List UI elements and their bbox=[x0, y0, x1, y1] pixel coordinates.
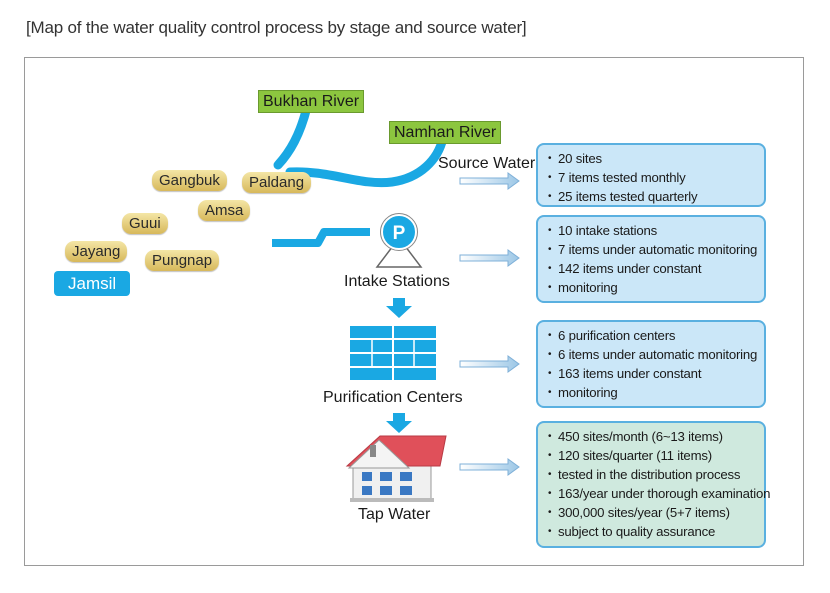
arrow-down-1 bbox=[386, 298, 412, 318]
stage-label-intake-stations: Intake Stations bbox=[344, 273, 450, 290]
place-paldang: Paldang bbox=[242, 172, 312, 193]
source-info-item: 20 sites bbox=[548, 149, 758, 168]
tap-info-item: subject to quality assurance bbox=[548, 522, 758, 541]
namhan-river-line bbox=[285, 133, 448, 188]
place-gangbuk: Gangbuk bbox=[152, 170, 227, 191]
arrow-right-1 bbox=[459, 172, 520, 190]
tap-info-item: tested in the distribution process bbox=[548, 465, 758, 484]
bukhan-river-label: Bukhan River bbox=[258, 90, 365, 113]
intake-station-icon bbox=[375, 213, 423, 268]
house-icon bbox=[345, 435, 447, 502]
info-box-purification-centers: 6 purification centers 6 items under aut… bbox=[536, 320, 766, 408]
tap-info-item: 300,000 sites/year (5+7 items) bbox=[548, 503, 758, 522]
info-box-tap-water: 450 sites/month (6~13 items) 120 sites/q… bbox=[536, 421, 770, 548]
stage-label-purification-centers: Purification Centers bbox=[323, 389, 463, 406]
purification-info-item: monitoring bbox=[548, 383, 758, 402]
place-jamsil: Jamsil bbox=[54, 271, 131, 296]
purification-center-icon bbox=[350, 326, 436, 380]
arrow-right-4 bbox=[459, 458, 520, 476]
intake-info-item: monitoring bbox=[548, 278, 758, 297]
tap-info-item: 120 sites/quarter (11 items) bbox=[548, 446, 758, 465]
place-guui: Guui bbox=[122, 213, 168, 234]
intake-icon-letter: P bbox=[393, 223, 406, 244]
intake-pipe bbox=[272, 228, 370, 247]
intake-info-item: 7 items under automatic monitoring bbox=[548, 240, 758, 259]
place-pungnap: Pungnap bbox=[145, 250, 220, 271]
source-info-item: 25 items tested quarterly bbox=[548, 187, 758, 206]
intake-info-item: 10 intake stations bbox=[548, 221, 758, 240]
info-box-source-water: 20 sites 7 items tested monthly 25 items… bbox=[536, 143, 766, 207]
stage-label-tap-water: Tap Water bbox=[358, 506, 431, 523]
place-amsa: Amsa bbox=[198, 200, 251, 221]
purification-info-item: 6 purification centers bbox=[548, 326, 758, 345]
arrow-down-2 bbox=[386, 413, 412, 433]
arrow-right-2 bbox=[459, 249, 520, 267]
stage-label-source-water: Source Water bbox=[438, 155, 536, 172]
purification-info-item: 163 items under constant bbox=[548, 364, 758, 383]
bukhan-river-line bbox=[273, 102, 312, 170]
diagram-title: [Map of the water quality control proces… bbox=[26, 18, 527, 37]
tap-info-item: 450 sites/month (6~13 items) bbox=[548, 427, 758, 446]
namhan-river-label: Namhan River bbox=[389, 121, 502, 144]
arrow-right-3 bbox=[459, 355, 520, 373]
diagram-frame bbox=[24, 57, 804, 566]
tap-info-item: 163/year under thorough examination bbox=[548, 484, 770, 503]
purification-info-item: 6 items under automatic monitoring bbox=[548, 345, 758, 364]
place-jayang: Jayang bbox=[65, 241, 128, 262]
info-box-intake-stations: 10 intake stations 7 items under automat… bbox=[536, 215, 766, 303]
intake-info-item: 142 items under constant bbox=[548, 259, 758, 278]
source-info-item: 7 items tested monthly bbox=[548, 168, 758, 187]
